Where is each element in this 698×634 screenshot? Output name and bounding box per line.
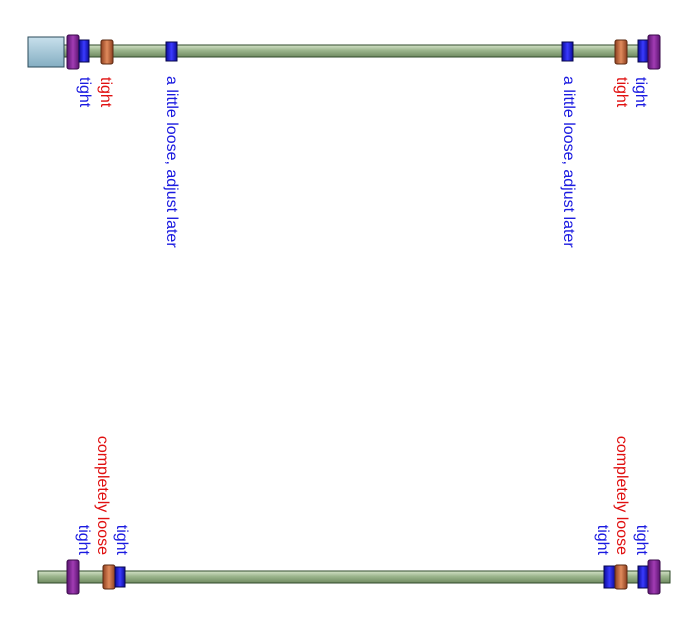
label-bottom-right-tight-inner: tight — [594, 525, 611, 556]
top-inner-right-blue-collar — [561, 41, 574, 62]
top-rod-assembly — [27, 34, 661, 70]
label-top-right-tight-blue: tight — [632, 77, 649, 108]
bottom-left-blue-collar — [114, 566, 126, 588]
label-bottom-left-tight-outer: tight — [113, 525, 130, 556]
bottom-right-blue-collar-inner — [637, 565, 649, 589]
label-top-left-tight-blue: tight — [76, 77, 93, 108]
label-bottom-right-completely-loose: completely loose — [613, 436, 630, 555]
bottom-left-purple-collar — [66, 559, 80, 595]
top-left-copper-collar — [100, 39, 114, 65]
label-top-left-loose: a little loose, adjust later — [163, 76, 180, 248]
top-left-blue-collar — [78, 39, 90, 63]
label-top-right-loose: a little loose, adjust later — [560, 76, 577, 248]
bottom-left-copper-collar — [102, 564, 116, 590]
bottom-rod-assembly — [37, 559, 671, 595]
top-rod-end-block — [27, 36, 65, 68]
label-bottom-right-tight-outer: tight — [633, 525, 650, 556]
top-inner-left-blue-collar — [165, 41, 178, 62]
label-bottom-left-tight-inner: tight — [75, 525, 92, 556]
bottom-right-blue-collar-outer — [603, 565, 616, 589]
bottom-right-copper-collar — [614, 564, 628, 590]
bottom-right-purple-collar — [647, 559, 661, 595]
bottom-rod — [37, 570, 671, 584]
top-right-blue-collar — [637, 39, 649, 63]
label-top-right-tight-red: tight — [613, 77, 630, 108]
top-right-purple-collar — [647, 34, 661, 70]
top-left-purple-collar — [66, 34, 80, 70]
label-bottom-left-completely-loose: completely loose — [94, 436, 111, 555]
top-right-copper-collar — [614, 39, 628, 65]
label-top-left-tight-red: tight — [97, 77, 114, 108]
